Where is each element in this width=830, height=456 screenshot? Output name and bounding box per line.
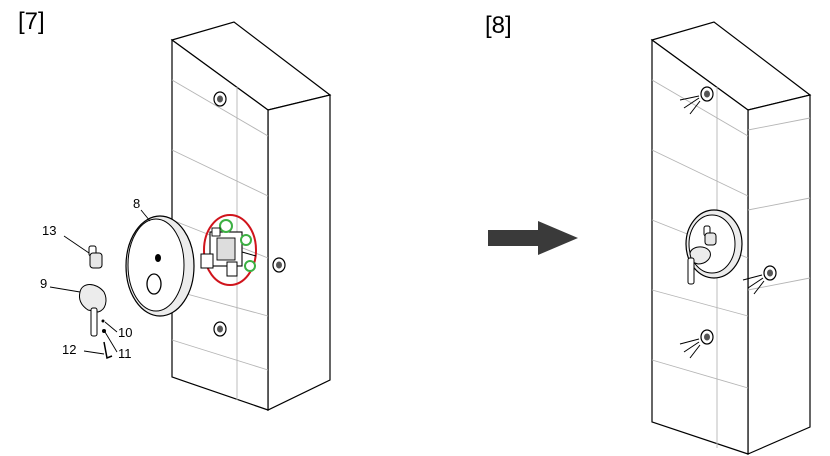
callout-leaders <box>49 209 151 355</box>
grub-screws <box>101 319 106 333</box>
wall-panel-step-7 <box>170 21 332 411</box>
spray-nozzle-top <box>679 86 714 115</box>
callout-11: 11 <box>118 346 132 361</box>
next-step-arrow <box>488 221 578 255</box>
lever-handle <box>79 284 107 337</box>
callout-12: 12 <box>62 342 77 357</box>
installed-mixer <box>685 209 743 285</box>
cover-plate <box>125 215 195 317</box>
nozzle-fitting-right <box>272 257 286 273</box>
hex-key <box>103 341 113 360</box>
nozzle-fitting-top <box>213 91 227 107</box>
mixer-valve-body <box>200 214 257 286</box>
step-7-label: [7] <box>18 8 45 35</box>
callout-13: 13 <box>42 223 57 238</box>
nozzle-fitting-bottom <box>213 321 227 337</box>
callout-10: 10 <box>118 325 133 340</box>
spray-nozzle-bottom <box>679 329 714 359</box>
spray-nozzle-right <box>742 265 777 295</box>
callout-8: 8 <box>133 196 141 211</box>
callout-9: 9 <box>40 276 48 291</box>
step-8-label: [8] <box>485 12 512 39</box>
diverter-knob <box>88 245 103 269</box>
